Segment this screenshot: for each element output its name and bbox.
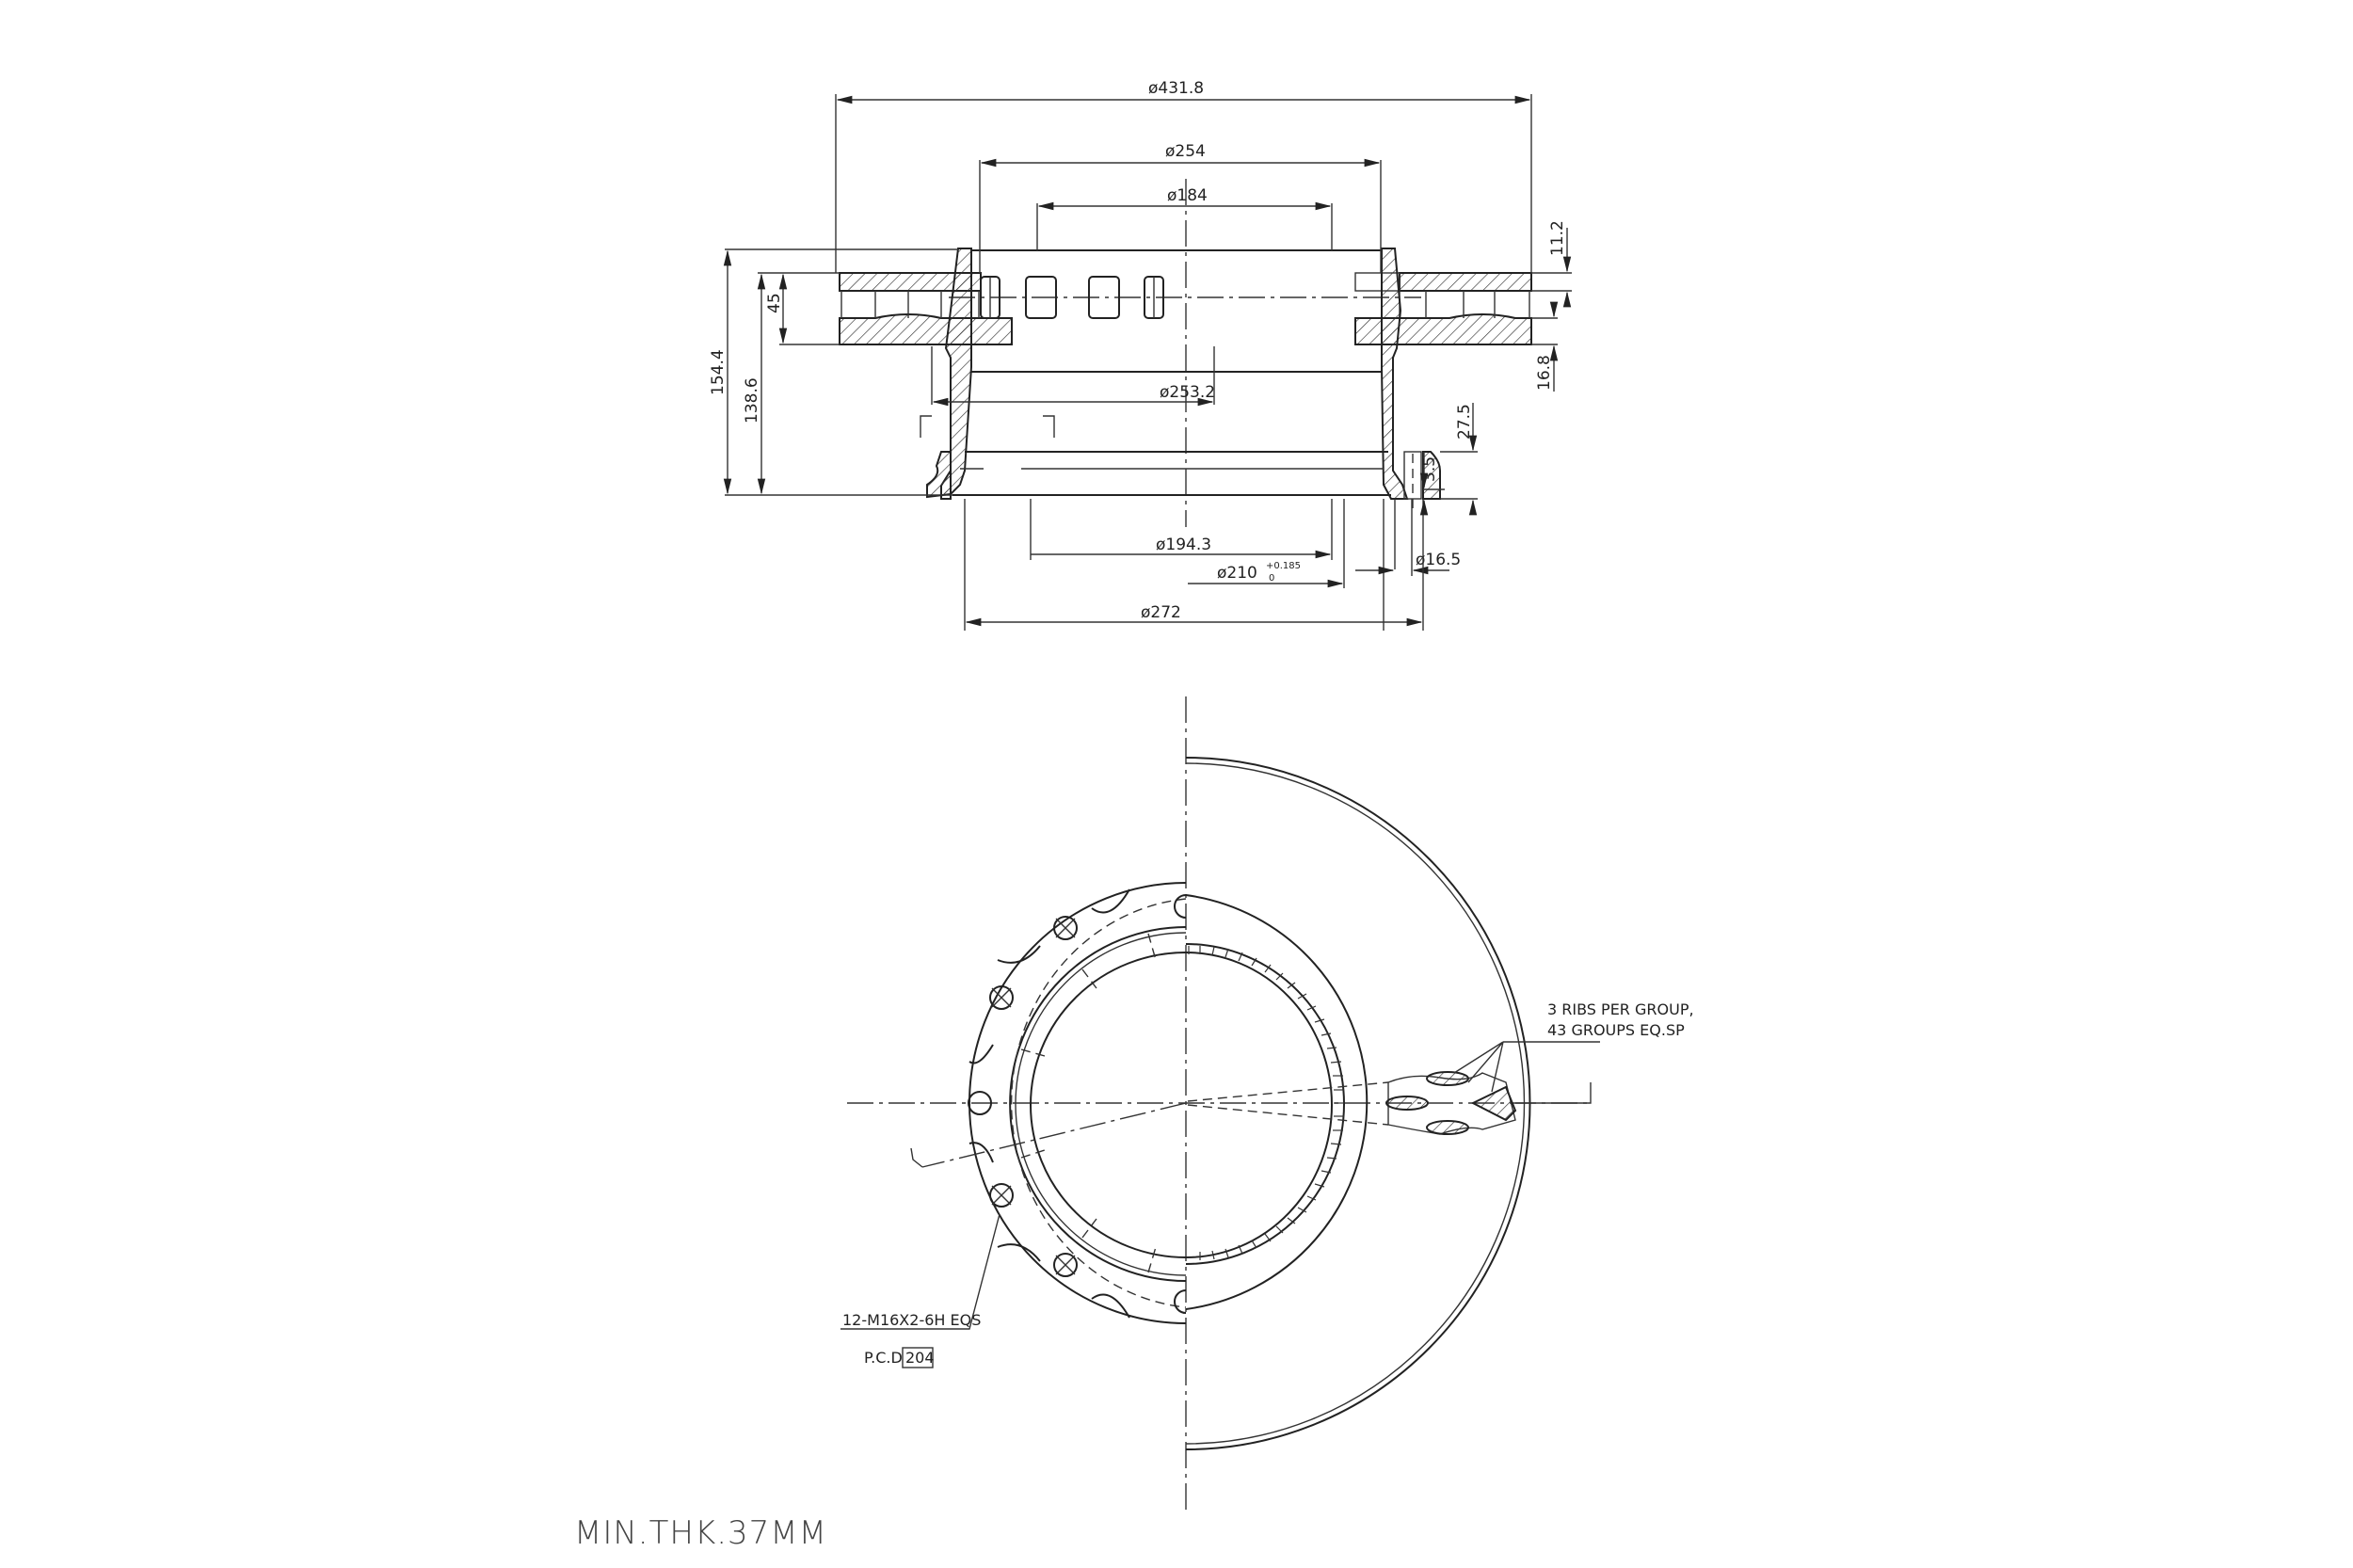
left-vanes (840, 291, 980, 318)
hat-vent-windows (980, 276, 1164, 319)
bolt-hole-3 (968, 1091, 992, 1115)
dim-pilot-tol-upper: +0.185 (1266, 561, 1301, 571)
bolt-hole-1 (1053, 916, 1078, 940)
dim-friction-height: 138.6 (743, 377, 761, 424)
section-cut-arrow-right (1515, 1082, 1592, 1104)
section-cut-line (921, 1102, 1187, 1168)
dim-bottom-plate: 16.8 (1535, 355, 1554, 391)
bolt-hole-2 (989, 985, 1014, 1010)
thread-leader (840, 1213, 1000, 1330)
dim-pilot-tol-lower: 0 (1269, 573, 1274, 584)
pcd-label: P.C.D (864, 1349, 903, 1367)
right-top-plate-gap (1354, 272, 1401, 292)
pcd-box (902, 1347, 934, 1368)
thread-note: 12-M16X2-6H EQS (842, 1311, 981, 1329)
cooling-ribs (1188, 946, 1344, 1260)
bolt-hole-5 (1053, 1253, 1078, 1277)
bolt-hole-top-half (1174, 894, 1187, 919)
min-thickness-note: MIN.THK.37MM (574, 1514, 827, 1552)
dim-top-plate: 11.2 (1548, 220, 1567, 256)
left-hat-wall (940, 248, 972, 500)
dim-friction-inner: ø254 (1165, 142, 1206, 161)
right-top-plate (1399, 272, 1532, 292)
dim-overall-height: 154.4 (709, 349, 728, 395)
dim-hat-top: ø184 (1167, 186, 1208, 205)
rib-leader-arrows (1453, 1041, 1504, 1093)
dim-hole: ø16.5 (1416, 551, 1461, 569)
dim-outer-diameter: ø431.8 (1148, 79, 1204, 98)
dim-pilot: ø210 (1217, 564, 1257, 583)
dim-disc-thickness: 45 (765, 293, 784, 313)
rib-detail (1187, 1071, 1517, 1135)
bolt-hole-4 (989, 1183, 1014, 1208)
dim-flange-height: 27.5 (1455, 404, 1474, 440)
right-vanes (1399, 291, 1530, 318)
dim-bore: ø194.3 (1156, 536, 1211, 554)
rib-ring-inner (1185, 952, 1333, 1258)
rib-note-line1: 3 RIBS PER GROUP, (1547, 1000, 1694, 1018)
bore-left (1030, 952, 1187, 1258)
pcd-circle (1010, 898, 1187, 1308)
flange-scallops (968, 888, 1130, 1319)
section-arrow-right (1043, 415, 1055, 438)
bolt-holes (968, 894, 1187, 1314)
pcd-value: 204 (905, 1349, 935, 1367)
section-dimensions: ø431.8 ø254 ø184 ø253.2 ø194.3 ø210 +0.1… (709, 79, 1572, 631)
hat-outer-right (1185, 894, 1369, 1310)
flange-radial-ticks (1020, 933, 1157, 1273)
dim-flange: ø272 (1141, 603, 1181, 622)
dim-flange-step: 3.5 (1420, 456, 1439, 482)
section-view (839, 179, 1532, 527)
flange-ring-1 (1009, 926, 1187, 1282)
flange-ring-2 (1015, 932, 1187, 1276)
rib-note-line2: 43 GROUPS EQ.SP (1547, 1021, 1685, 1039)
section-cut-arrow (910, 1147, 923, 1168)
left-flange-foot (926, 451, 952, 499)
rib-ring-outer (1185, 943, 1345, 1265)
bolt-hole-bottom-half (1174, 1289, 1187, 1314)
section-arrow-left (920, 415, 932, 438)
right-hat-wall (1381, 248, 1409, 500)
dim-hat-step: ø253.2 (1160, 383, 1215, 402)
